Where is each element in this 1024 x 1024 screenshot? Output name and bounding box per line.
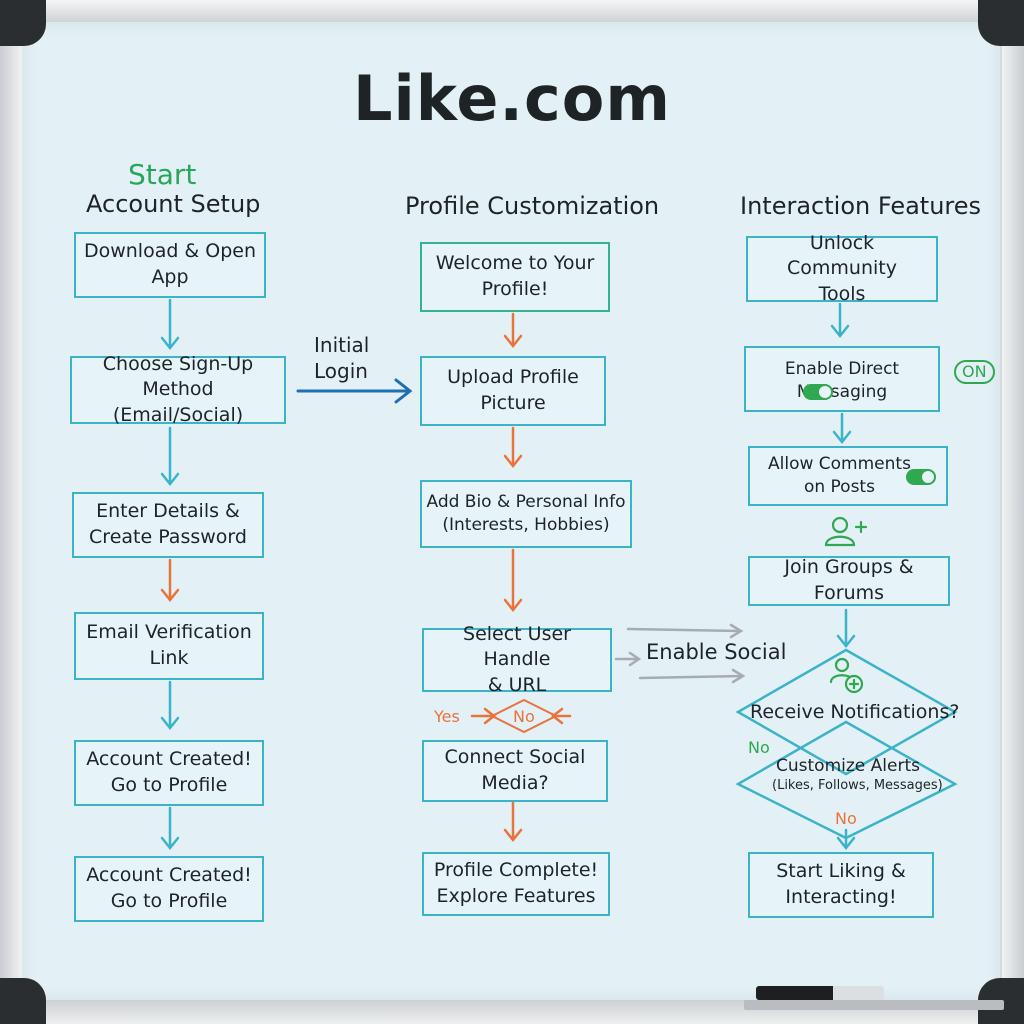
right-column-arrows <box>735 302 958 851</box>
no-label: No <box>513 707 535 726</box>
step-account-created[interactable]: Account Created! Go to Profile <box>74 740 264 806</box>
step-profile-complete[interactable]: Profile Complete! Explore Features <box>422 852 610 916</box>
decision-no-diamond <box>489 698 559 734</box>
step-enter-details[interactable]: Enter Details & Create Password <box>72 492 264 558</box>
start-label: Start <box>128 158 197 191</box>
heading-interaction-features: Interaction Features <box>740 192 982 220</box>
decision-bottom-diamond <box>735 720 958 840</box>
toggle-on-icon[interactable] <box>906 469 936 485</box>
frame-corner <box>0 978 46 1024</box>
step-welcome-profile[interactable]: Welcome to Your Profile! <box>420 242 610 312</box>
heading-account-setup: Account Setup <box>86 190 261 218</box>
initial-login-arrow <box>296 378 413 404</box>
step-connect-social-media[interactable]: Connect Social Media? <box>422 740 608 802</box>
no-bottom-label: No <box>835 809 857 828</box>
marker-icon <box>756 986 884 1000</box>
initial-login-label: Initial Login <box>314 333 370 383</box>
step-enable-direct-messaging[interactable]: Enable Direct Messaging <box>744 346 940 412</box>
frame-right <box>1002 0 1024 1024</box>
yes-label: Yes <box>434 707 460 726</box>
no-left-label: No <box>748 738 770 757</box>
frame-left <box>0 0 22 1024</box>
heading-profile-customization: Profile Customization <box>405 192 660 220</box>
frame-top <box>0 0 1024 26</box>
middle-column-arrows <box>470 312 572 843</box>
page-title: Like.com <box>353 62 671 135</box>
step-email-verification[interactable]: Email Verification Link <box>74 612 264 680</box>
user-add-circle-icon <box>829 657 864 694</box>
toggle-on-icon[interactable] <box>803 384 833 400</box>
step-choose-signup-method[interactable]: Choose Sign-Up Method (Email/Social) <box>70 353 286 426</box>
step-download-open-app[interactable]: Download & Open App <box>74 232 266 298</box>
step-start-liking[interactable]: Start Liking & Interacting! <box>748 852 934 918</box>
frame-corner <box>0 0 46 46</box>
enable-social-arrows <box>614 623 746 684</box>
step-join-groups-forums[interactable]: Join Groups & Forums <box>748 556 950 606</box>
user-plus-icon <box>824 516 868 547</box>
decision-customize-alerts[interactable]: Customize Alerts <box>776 756 920 776</box>
decision-customize-alerts-sub: (Likes, Follows, Messages) <box>772 778 943 793</box>
step-unlock-community-tools[interactable]: Unlock Community Tools <box>746 232 938 305</box>
decision-top-diamond <box>735 648 958 776</box>
step-add-bio[interactable]: Add Bio & Personal Info (Interests, Hobb… <box>420 480 632 548</box>
step-upload-profile-picture[interactable]: Upload Profile Picture <box>420 356 606 426</box>
step-account-created-2[interactable]: Account Created! Go to Profile <box>74 856 264 922</box>
step-select-user-handle[interactable]: Select User Handle & URL <box>422 623 612 696</box>
decision-receive-notifications[interactable]: Receive Notifications? <box>750 701 960 723</box>
marker-tray <box>744 1000 1004 1010</box>
enable-social-label: Enable Social <box>646 640 787 664</box>
step-allow-comments[interactable]: Allow Comments on Posts <box>748 446 948 506</box>
on-badge: ON <box>954 360 995 384</box>
left-column-arrows <box>160 298 180 851</box>
frame-corner <box>978 0 1024 46</box>
